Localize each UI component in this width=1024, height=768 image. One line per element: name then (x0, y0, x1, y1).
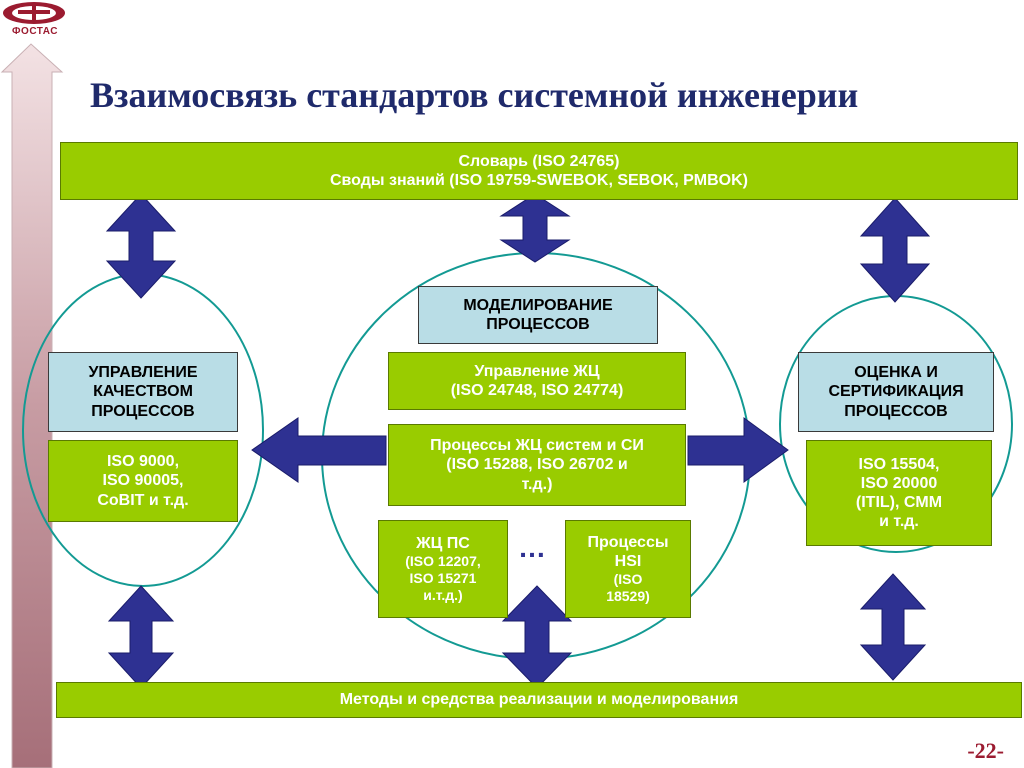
system-processes-box: Процессы ЖЦ систем и СИ (ISO 15288, ISO … (388, 424, 686, 506)
hsi-line: 18529) (606, 588, 650, 605)
lifecycle-line: Управление ЖЦ (474, 362, 600, 380)
logo: ФОСТАС (0, 0, 72, 44)
right-standard-line: (ITIL), CMM (855, 494, 943, 511)
ellipsis: … (518, 532, 548, 563)
logo-emblem-icon (3, 2, 65, 24)
right-header-box: ОЦЕНКА И СЕРТИФИКАЦИЯ ПРОЦЕССОВ (798, 352, 994, 432)
left-header-line: УПРАВЛЕНИЕ (88, 364, 198, 382)
center-header-line: ПРОЦЕССОВ (486, 316, 590, 333)
top-bar: Словарь (ISO 24765) Своды знаний (ISO 19… (60, 142, 1018, 200)
arrow-bottom-right (859, 573, 927, 681)
lifecycle-management-box: Управление ЖЦ (ISO 24748, ISO 24774) (388, 352, 686, 410)
arrow-horizontal-right (687, 417, 789, 483)
logo-text: ФОСТАС (12, 26, 58, 37)
software-line: и.т.д.) (423, 586, 463, 603)
software-line: (ISO 12207, (405, 553, 481, 570)
bottom-bar: Методы и средства реализации и моделиров… (56, 682, 1022, 718)
top-bar-line1: Словарь (ISO 24765) (458, 152, 620, 170)
bottom-bar-text: Методы и средства реализации и моделиров… (339, 691, 739, 709)
center-header-box: МОДЕЛИРОВАНИЕ ПРОЦЕССОВ (418, 286, 658, 344)
center-header-line: МОДЕЛИРОВАНИЕ (463, 296, 613, 314)
right-header-line: СЕРТИФИКАЦИЯ (828, 383, 964, 401)
right-header-line: ОЦЕНКА И (854, 364, 938, 382)
software-line: ISO 15271 (409, 570, 477, 587)
software-line: ЖЦ ПС (416, 535, 470, 553)
arrow-top-center (499, 193, 571, 263)
right-standard-line: и т.д. (879, 513, 919, 531)
top-bar-line2: Своды знаний (ISO 19759-SWEBOK, SEBOK, P… (329, 172, 749, 189)
arrow-horizontal-left (251, 417, 387, 483)
right-standards-box: ISO 15504, ISO 20000 (ITIL), CMM и т.д. (806, 440, 992, 546)
hsi-line: (ISO (613, 571, 643, 588)
page-number: -22- (967, 738, 1004, 763)
left-standard-line: CoBIT и т.д. (97, 491, 189, 509)
left-header-box: УПРАВЛЕНИЕ КАЧЕСТВОМ ПРОЦЕССОВ (48, 352, 238, 432)
processes-line: т.д.) (521, 475, 553, 493)
left-standard-line: ISO 9000, (106, 453, 180, 471)
page-title: Взаимосвязь стандартов системной инженер… (90, 75, 859, 115)
arrow-top-right (859, 197, 931, 303)
hsi-line: Процессы (587, 534, 669, 552)
left-header-line: ПРОЦЕССОВ (91, 402, 195, 420)
arrow-bottom-center (501, 585, 573, 689)
left-standards-box: ISO 9000, ISO 90005, CoBIT и т.д. (48, 440, 238, 522)
software-lifecycle-box: ЖЦ ПС (ISO 12207, ISO 15271 и.т.д.) (378, 520, 508, 618)
left-standard-line: ISO 90005, (102, 472, 184, 490)
hsi-line: HSI (614, 553, 642, 571)
left-header-line: КАЧЕСТВОМ (93, 383, 193, 401)
lifecycle-line: (ISO 24748, ISO 24774) (450, 382, 624, 399)
right-header-line: ПРОЦЕССОВ (844, 402, 948, 420)
right-standard-line: ISO 20000 (860, 474, 938, 492)
hsi-processes-box: Процессы HSI (ISO 18529) (565, 520, 691, 618)
processes-line: (ISO 15288, ISO 26702 и (446, 456, 628, 474)
arrow-bottom-left (107, 585, 175, 689)
arrow-top-left (105, 193, 177, 299)
right-standard-line: ISO 15504, (858, 455, 940, 473)
processes-line: Процессы ЖЦ систем и СИ (430, 437, 644, 455)
